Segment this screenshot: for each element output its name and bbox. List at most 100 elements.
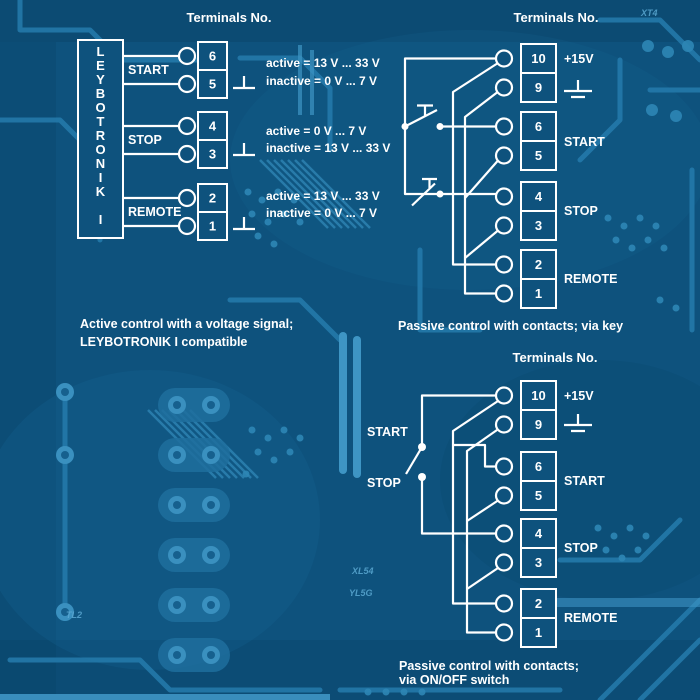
pcb-vias	[242, 40, 694, 696]
switch-control-diagram: Terminals No. START STOP	[367, 350, 617, 687]
terminal-number: 6	[535, 119, 542, 134]
device-letter: K	[96, 184, 106, 199]
on-off-switch-icon	[405, 443, 426, 481]
terminal-number: 2	[535, 257, 542, 272]
pin-circle	[177, 188, 197, 208]
voltage-level-notes: active = 13 V ... 33 V inactive = 0 V ..…	[266, 56, 390, 220]
earth-ground-icon	[564, 414, 592, 433]
terminal-number: 10	[531, 388, 545, 403]
voltage-note: inactive = 0 V ... 7 V	[266, 206, 377, 220]
power-label: +15V	[564, 389, 594, 403]
key-terminal-blocks: 10 9 6 5 4 3 2 1	[520, 43, 557, 309]
device-letter: O	[95, 142, 105, 157]
start-label: START	[564, 474, 605, 488]
active-control-diagram: Terminals No. L E Y B O T R O N I K I	[77, 10, 390, 349]
terminal-number: 5	[535, 148, 542, 163]
device-letter: I	[99, 212, 103, 227]
start-key-switch-icon	[401, 104, 444, 130]
leybotronik-device-label: L E Y B O T R O N I K I	[95, 44, 105, 227]
switch-caption-line2: via ON/OFF switch	[399, 673, 509, 687]
left-wires	[123, 54, 179, 228]
left-caption-line2: LEYBOTRONIK I compatible	[80, 335, 247, 349]
voltage-note: active = 13 V ... 33 V	[266, 56, 380, 70]
terminal-number: 9	[535, 80, 542, 95]
switch-position-stop: STOP	[367, 476, 401, 490]
terminal-number: 5	[209, 77, 216, 92]
terminal-number: 3	[209, 147, 216, 162]
terminal-number: 4	[535, 526, 543, 541]
terminal-number: 3	[535, 218, 542, 233]
pin-circle	[177, 116, 197, 136]
silkscreen-mark: YL5G	[349, 588, 373, 598]
pin-circle	[177, 144, 197, 164]
switch-terminal-pins	[494, 386, 514, 642]
switch-terminal-blocks: 10 9 6 5 4 3 2 1	[520, 380, 557, 648]
device-letter: N	[96, 156, 105, 171]
device-letter: L	[97, 44, 105, 59]
common-ground-icon	[233, 143, 255, 157]
key-caption: Passive control with contacts; via key	[398, 319, 623, 333]
device-letter: I	[99, 170, 103, 185]
switch-position-start: START	[367, 425, 408, 439]
left-terminal-blocks: 6 5 4 3 2 1	[197, 41, 228, 241]
device-letter: Y	[96, 72, 105, 87]
common-ground-icon	[233, 217, 255, 231]
remote-label: REMOTE	[564, 272, 617, 286]
common-reference-icons	[233, 76, 255, 231]
device-letter: R	[96, 128, 106, 143]
key-terminal-pins	[494, 49, 514, 303]
start-label: START	[564, 135, 605, 149]
signal-label-start: START	[128, 63, 169, 77]
terminal-number: 6	[535, 459, 542, 474]
terminals-header: Terminals No.	[512, 350, 597, 365]
terminal-number: 9	[535, 417, 542, 432]
pin-circle	[177, 46, 197, 66]
left-caption-line1: Active control with a voltage signal;	[80, 317, 293, 331]
switch-wires	[420, 394, 499, 634]
terminal-number: 2	[209, 191, 216, 206]
voltage-note: inactive = 13 V ... 33 V	[266, 141, 390, 155]
leybotronik-device-box	[77, 39, 124, 239]
pin-circle	[177, 74, 197, 94]
terminal-number: 1	[209, 219, 216, 234]
key-control-diagram: Terminals No.	[398, 10, 623, 333]
stop-key-switch-icon	[411, 177, 444, 207]
device-letter: O	[95, 100, 105, 115]
stop-label: STOP	[564, 541, 598, 555]
switch-caption-line1: Passive control with contacts;	[399, 659, 579, 673]
signal-label-stop: STOP	[128, 133, 162, 147]
terminal-number: 6	[209, 49, 216, 64]
terminals-header: Terminals No.	[513, 10, 598, 25]
pcb-slot-column	[56, 383, 230, 672]
terminal-number: 3	[535, 555, 542, 570]
device-letter: E	[96, 58, 105, 73]
silkscreen-mark: TL2	[66, 610, 82, 620]
stop-label: STOP	[564, 204, 598, 218]
terminal-number: 1	[535, 625, 542, 640]
voltage-note: active = 13 V ... 33 V	[266, 189, 380, 203]
pcb-silkscreen-marks: XT4 XL54 YL5G TL2	[66, 8, 658, 620]
voltage-note: active = 0 V ... 7 V	[266, 124, 366, 138]
terminal-number: 10	[531, 51, 545, 66]
device-letter: T	[97, 114, 105, 129]
terminal-number: 4	[209, 119, 217, 134]
terminal-number: 1	[535, 286, 542, 301]
terminal-number: 5	[535, 488, 542, 503]
left-terminal-pins	[177, 46, 197, 236]
voltage-note: inactive = 0 V ... 7 V	[266, 74, 377, 88]
pin-circle	[177, 216, 197, 236]
signal-label-remote: REMOTE	[128, 205, 181, 219]
remote-label: REMOTE	[564, 611, 617, 625]
terminal-number: 4	[535, 189, 543, 204]
silkscreen-mark: XT4	[640, 8, 658, 18]
common-ground-icon	[233, 76, 255, 90]
silkscreen-mark: XL54	[351, 566, 374, 576]
earth-ground-icon	[564, 80, 592, 99]
terminals-header: Terminals No.	[186, 10, 271, 25]
power-label: +15V	[564, 52, 594, 66]
pcb-bright-traces	[0, 45, 700, 700]
device-letter: B	[96, 86, 105, 101]
